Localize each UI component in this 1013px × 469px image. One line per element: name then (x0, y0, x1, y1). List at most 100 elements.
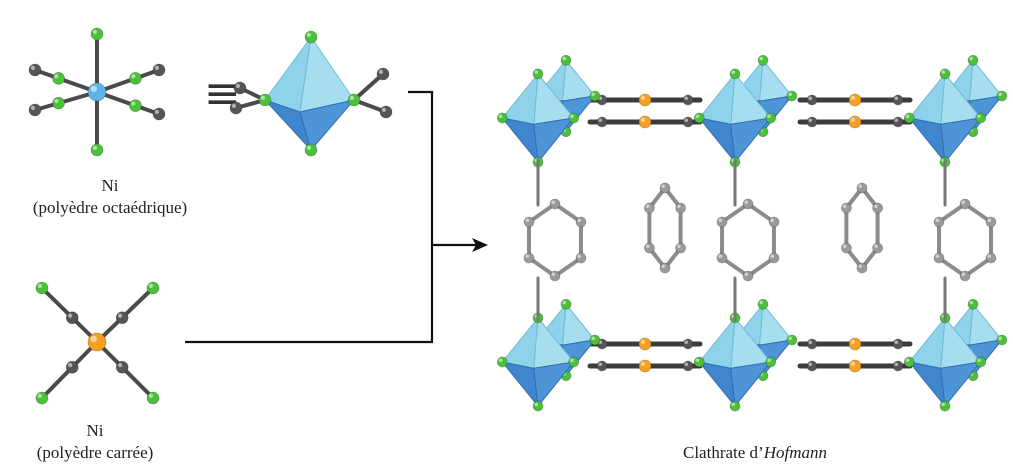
ligand-n-atom (532, 68, 544, 80)
ligand-n-atom (129, 71, 142, 85)
ligand-n-atom (304, 143, 318, 157)
ligand-c-atom (892, 360, 904, 372)
ligand-n-atom (765, 112, 777, 124)
ligand-n-atom (90, 27, 104, 41)
nickel-atom (87, 332, 107, 352)
guest-benzene (644, 182, 686, 274)
nickel-atom (638, 337, 652, 351)
ligand-n-atom (568, 112, 580, 124)
guest-carbon-atom (841, 202, 852, 214)
guest-carbon-atom (959, 270, 971, 282)
ligand-n-atom (786, 334, 798, 346)
ligand-n-atom (757, 54, 769, 66)
octahedron-front (908, 316, 982, 408)
guest-carbon-atom (575, 216, 587, 228)
ligand-c-atom (229, 101, 243, 115)
ligand-n-atom (786, 90, 798, 102)
ligand-n-atom (939, 68, 951, 80)
guest-carbon-atom (768, 252, 780, 264)
ligand-n-atom (975, 356, 987, 368)
guest-carbon-atom (644, 242, 655, 254)
guest-carbon-atom (856, 182, 868, 194)
ligand-n-atom (496, 112, 508, 124)
cyanide-bridge-lower (587, 337, 703, 373)
ligand-c-atom (806, 338, 818, 350)
ligand-n-atom (996, 90, 1008, 102)
ligand-c-atom (152, 63, 166, 77)
ligand-n-atom (560, 298, 572, 310)
ligand-c-atom (379, 105, 393, 119)
guest-carbon-atom (549, 198, 561, 210)
guest-carbon-atom (716, 216, 728, 228)
guest-benzene (716, 198, 780, 282)
octahedron-front (501, 72, 575, 164)
guest-carbon-atom (959, 198, 971, 210)
guest-carbon-atom (716, 252, 728, 264)
square-label: Ni (polyèdre carrée) (0, 420, 190, 464)
guest-carbon-atom (985, 216, 997, 228)
product-name-text: Hofmann (763, 443, 827, 462)
cyanide-bridge-upper (797, 93, 913, 129)
guest-carbon-atom (933, 252, 945, 264)
nickel-atom (638, 93, 652, 107)
ligand-n-atom (146, 391, 160, 405)
ligand-n-atom (35, 281, 49, 295)
ligand-c-atom (28, 63, 42, 77)
ligand-n-atom (589, 334, 601, 346)
guest-benzene (523, 198, 587, 282)
octahedron-polyhedron-icon (229, 30, 393, 157)
ligand-c-atom (806, 116, 818, 128)
ligand-c-atom (596, 116, 608, 128)
guest-carbon-atom (742, 198, 754, 210)
ligand-n-atom (903, 356, 915, 368)
ligand-n-atom (90, 143, 104, 157)
ligand-c-atom (376, 67, 390, 81)
ligand-c-atom (682, 94, 694, 106)
ligand-c-atom (152, 107, 166, 121)
ligand-c-atom (682, 116, 694, 128)
ligand-n-atom (967, 54, 979, 66)
guest-carbon-atom (985, 252, 997, 264)
ligand-n-atom (729, 400, 741, 412)
nickel-atom (638, 115, 652, 129)
guest-carbon-atom (575, 252, 587, 264)
product-prefix-text: Clathrate d’ (683, 443, 764, 462)
ligand-c-atom (233, 81, 247, 95)
octahedral-metal-text: Ni (101, 176, 119, 195)
ligand-c-atom (65, 311, 79, 325)
ligand-n-atom (52, 71, 65, 85)
guest-carbon-atom (742, 270, 754, 282)
octahedral-complex-icon (28, 27, 166, 157)
guest-carbon-atom (841, 242, 852, 254)
nickel-atom (848, 337, 862, 351)
ligand-n-atom (693, 112, 705, 124)
ligand-c-atom (115, 360, 129, 374)
ligand-c-atom (892, 116, 904, 128)
octahedron-front (501, 316, 575, 408)
octahedral-desc-text: (polyèdre octaédrique) (32, 198, 188, 217)
guest-carbon-atom (523, 252, 535, 264)
ligand-n-atom (996, 334, 1008, 346)
square-desc-text: (polyèdre carrée) (36, 443, 154, 462)
ligand-n-atom (589, 90, 601, 102)
guest-carbon-atom (872, 202, 883, 214)
ligand-n-atom (903, 112, 915, 124)
ligand-c-atom (65, 360, 79, 374)
ligand-c-atom (806, 94, 818, 106)
ligand-n-atom (496, 356, 508, 368)
ligand-n-atom (939, 400, 951, 412)
ligand-c-atom (115, 311, 129, 325)
square-metal-text: Ni (86, 421, 104, 440)
ligand-n-atom (258, 93, 272, 107)
ligand-n-atom (304, 30, 318, 44)
ligand-n-atom (765, 356, 777, 368)
octahedron-front (698, 72, 772, 164)
guest-carbon-atom (933, 216, 945, 228)
ligand-n-atom (693, 356, 705, 368)
nickel-atom (848, 359, 862, 373)
ligand-n-atom (35, 391, 49, 405)
guest-carbon-atom (523, 216, 535, 228)
guest-carbon-atom (872, 242, 883, 254)
ligand-n-atom (52, 96, 65, 110)
